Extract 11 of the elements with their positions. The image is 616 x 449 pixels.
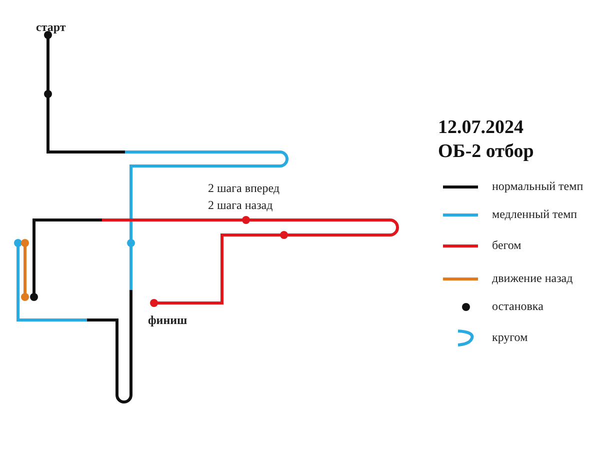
legend-text: движение назад	[492, 271, 573, 286]
finish-label: финиш	[148, 313, 188, 328]
legend-text: нормальный темп	[492, 179, 584, 194]
legend-text: остановка	[492, 299, 544, 314]
legend-text: кругом	[492, 330, 528, 345]
start-label: старт	[36, 20, 66, 35]
step-note: 2 шага вперед	[208, 181, 280, 196]
title: 12.07.2024 ОБ-2 отбор	[438, 116, 535, 164]
legend-text: медленный темп	[492, 207, 578, 222]
legend-text: бегом	[492, 238, 522, 253]
step-note: 2 шага назад	[208, 198, 273, 213]
